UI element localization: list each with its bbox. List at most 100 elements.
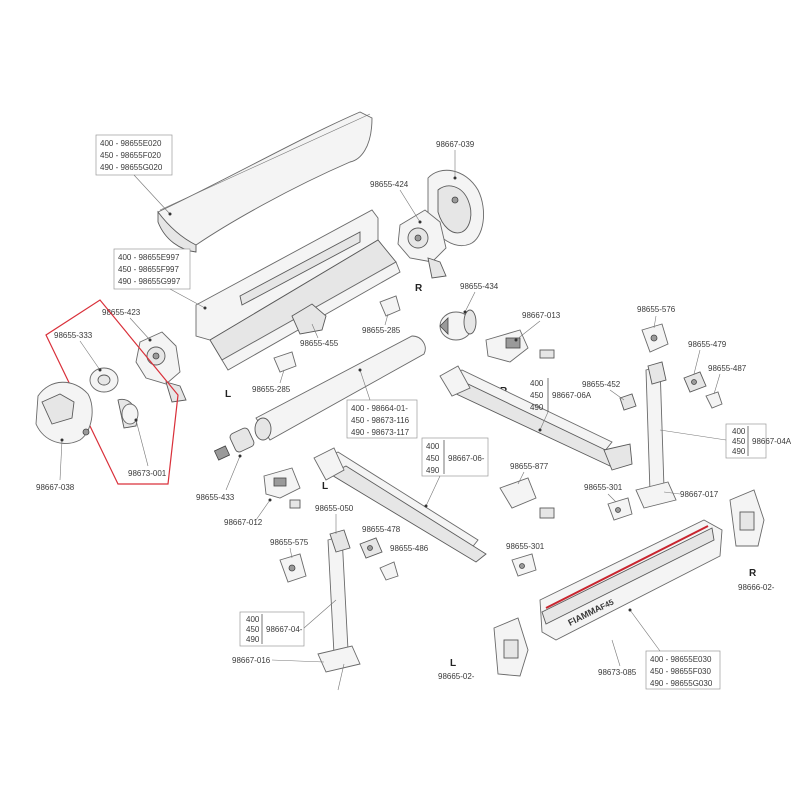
label-98655-877: 98655-877 [510,462,549,471]
end-cap-left-part[interactable] [35,381,93,444]
leg-left-part[interactable] [317,529,361,691]
roller-tube-part[interactable] [254,335,426,441]
label-98655-433: 98655-433 [196,493,235,502]
cover-front-size-table: 400 - 98655E030 450 - 98655F030 490 - 98… [628,608,721,690]
roller-size-2: 490 - 98673-117 [351,428,410,437]
label-98655-478: 98655-478 [362,525,401,534]
label-98655-285-upper: 98655-285 [362,326,401,335]
leg-right-size-2: 490 [732,447,746,456]
label-98655-285-lower: 98655-285 [252,385,291,394]
cover-top-size-1: 450 - 98655F020 [100,151,161,160]
knob-part[interactable] [619,393,637,411]
arm-left-size-2: 490 [426,466,440,475]
leg-right-size-0: 400 [732,427,746,436]
label-98655-575: 98655-575 [270,538,309,547]
arm-bracket-top-part[interactable] [485,329,555,363]
leg-left-size-1: 450 [246,625,260,634]
spring-tension-part[interactable] [117,398,139,429]
roller-size-table: 400 - 98664-01- 450 - 98673-116 490 - 98… [346,368,418,439]
label-98655-301-upper: 98655-301 [584,483,623,492]
leg-left-size-0: 400 [246,615,260,624]
arm-right-size-1: 450 [530,391,544,400]
clip-left-part[interactable] [359,537,383,559]
arm-right-size-0: 400 [530,379,544,388]
label-98655-423: 98655-423 [102,308,141,317]
label-98655-487: 98655-487 [708,364,747,373]
leg-right-part[interactable] [635,361,677,509]
side-marker-r1: R [415,283,423,294]
profile-size-1: 450 - 98655F997 [118,265,179,274]
front-cap-left-part[interactable] [493,617,529,677]
leg-clip-lower-part[interactable] [511,553,537,577]
arm-right-size-2: 490 [530,403,544,412]
bracket-right-part[interactable] [397,209,447,279]
label-98655-424: 98655-424 [370,180,409,189]
leg-top-bracket-left-part[interactable] [279,553,307,583]
hook-left-part[interactable] [379,561,399,581]
label-98667-039: 98667-039 [436,140,475,149]
arm-left-size-0: 400 [426,442,440,451]
tube-end-plug-part[interactable] [213,427,255,461]
roller-size-0: 400 - 98664-01- [351,404,408,413]
profile-size-0: 400 - 98655E997 [118,253,180,262]
label-98673-001: 98673-001 [128,469,167,478]
cover-top-size-0: 400 - 98655E020 [100,139,162,148]
cover-front-size-2: 490 - 98655G030 [650,679,713,688]
spring-cap-part[interactable] [89,367,119,393]
label-98655-333: 98655-333 [54,331,93,340]
leg-clip-upper-part[interactable] [607,497,633,521]
leg-right-size-1: 450 [732,437,746,446]
cover-front-size-1: 450 - 98655F030 [650,667,711,676]
hook-part[interactable] [705,391,723,409]
leg-top-bracket-part[interactable] [641,323,669,353]
top-cover-part[interactable] [157,111,373,253]
slider-plate-lower-part[interactable] [273,351,297,373]
arm-left-table: 400 450 490 98667-06- [421,437,489,508]
arm-right-part[interactable] [439,365,633,471]
label-98655-486: 98655-486 [390,544,429,553]
arm-right-code: 98667-06A [552,391,592,400]
arm-left-part[interactable] [313,447,487,563]
label-98655-301-lower: 98655-301 [506,542,545,551]
label-98667-017: 98667-017 [680,490,719,499]
slider-plate-upper-part[interactable] [379,295,401,317]
label-98667-012: 98667-012 [224,518,263,527]
profile-size-table: 400 - 98655E997 450 - 98655F997 490 - 98… [113,248,207,310]
bracket-left-part[interactable] [135,331,187,403]
label-98655-576: 98655-576 [637,305,676,314]
profile-size-2: 490 - 98655G997 [118,277,181,286]
label-98667-013: 98667-013 [522,311,561,320]
arm-cover-part[interactable] [499,477,555,519]
awning-profile-part[interactable] [195,209,401,371]
label-98655-452: 98655-452 [582,380,621,389]
label-98673-085: 98673-085 [598,668,637,677]
label-98655-050: 98655-050 [315,504,354,513]
leg-left-size-2: 490 [246,635,260,644]
label-98655-434: 98655-434 [460,282,499,291]
arm-left-size-1: 450 [426,454,440,463]
label-98665-02: 98665-02- [438,672,475,681]
side-marker-r3: R [749,568,757,579]
leg-right-table: 400 450 490 98667-04A [659,423,792,459]
label-98655-479: 98655-479 [688,340,727,349]
highlight-group-outline [45,299,179,485]
cover-front-size-0: 400 - 98655E030 [650,655,712,664]
cover-top-size-2: 490 - 98655G020 [100,163,163,172]
side-marker-l1: L [225,389,231,400]
side-marker-l3: L [450,658,456,669]
arm-bracket-left-part[interactable] [263,467,301,509]
arm-left-code: 98667-06- [448,454,485,463]
clip-part[interactable] [683,371,707,393]
leg-right-code: 98667-04A [752,437,792,446]
front-bar-part[interactable]: FIAMMA F45 [539,519,723,641]
roller-size-1: 450 - 98673-116 [351,416,410,425]
label-98667-038: 98667-038 [36,483,75,492]
arm-right-table: 400 450 490 98667-06A [530,378,592,432]
front-cap-right-part[interactable] [729,489,765,547]
roller-clamp-part[interactable] [439,309,477,341]
leg-left-table: 400 450 490 98667-04- [239,599,337,647]
cover-top-size-table: 400 - 98655E020 450 - 98655F020 490 - 98… [95,134,173,216]
profile-insert-part[interactable] [291,303,327,335]
